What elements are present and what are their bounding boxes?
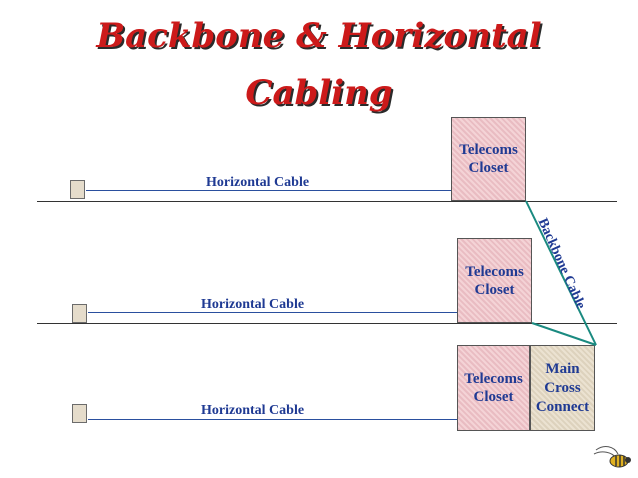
main-cross-connect: Main Cross Connect bbox=[530, 345, 595, 431]
wall-outlet-2 bbox=[72, 304, 87, 323]
backbone-line-floor1 bbox=[525, 200, 597, 346]
floor-line-2 bbox=[37, 323, 617, 324]
closet-label-line-1: Telecoms bbox=[464, 371, 523, 387]
floor-line-1 bbox=[37, 201, 617, 202]
telecoms-closet-3: Telecoms Closet bbox=[457, 345, 530, 431]
telecoms-closet-1: Telecoms Closet bbox=[451, 117, 526, 201]
closet-label-line-2: Closet bbox=[473, 389, 514, 405]
horizontal-cable-label-1: Horizontal Cable bbox=[206, 175, 310, 190]
backbone-line-floor2 bbox=[531, 322, 597, 346]
horizontal-cable-line-3 bbox=[88, 419, 457, 420]
closet-label-line-1: Telecoms bbox=[459, 142, 518, 158]
horizontal-cable-line-1 bbox=[86, 190, 451, 191]
horizontal-cable-label-3: Horizontal Cable bbox=[201, 403, 305, 418]
closet-label-line-2: Closet bbox=[468, 160, 509, 176]
mcc-label-line-1: Main bbox=[545, 360, 580, 377]
closet-label-line-2: Closet bbox=[474, 281, 515, 298]
horizontal-cable-line-2 bbox=[88, 312, 457, 313]
slide-title-line-2: Cabling bbox=[245, 73, 393, 113]
bee-logo-icon bbox=[593, 446, 631, 468]
horizontal-cable-label-2: Horizontal Cable bbox=[201, 297, 305, 312]
mcc-label-line-3: Connect bbox=[535, 398, 590, 415]
telecoms-closet-2: Telecoms Closet bbox=[457, 238, 532, 323]
closet-label-line-1: Telecoms bbox=[465, 263, 524, 280]
slide-title-line-1: Backbone & Horizontal bbox=[96, 16, 542, 56]
mcc-label-line-2: Cross bbox=[544, 379, 581, 396]
wall-outlet-1 bbox=[70, 180, 85, 199]
wall-outlet-3 bbox=[72, 404, 87, 423]
